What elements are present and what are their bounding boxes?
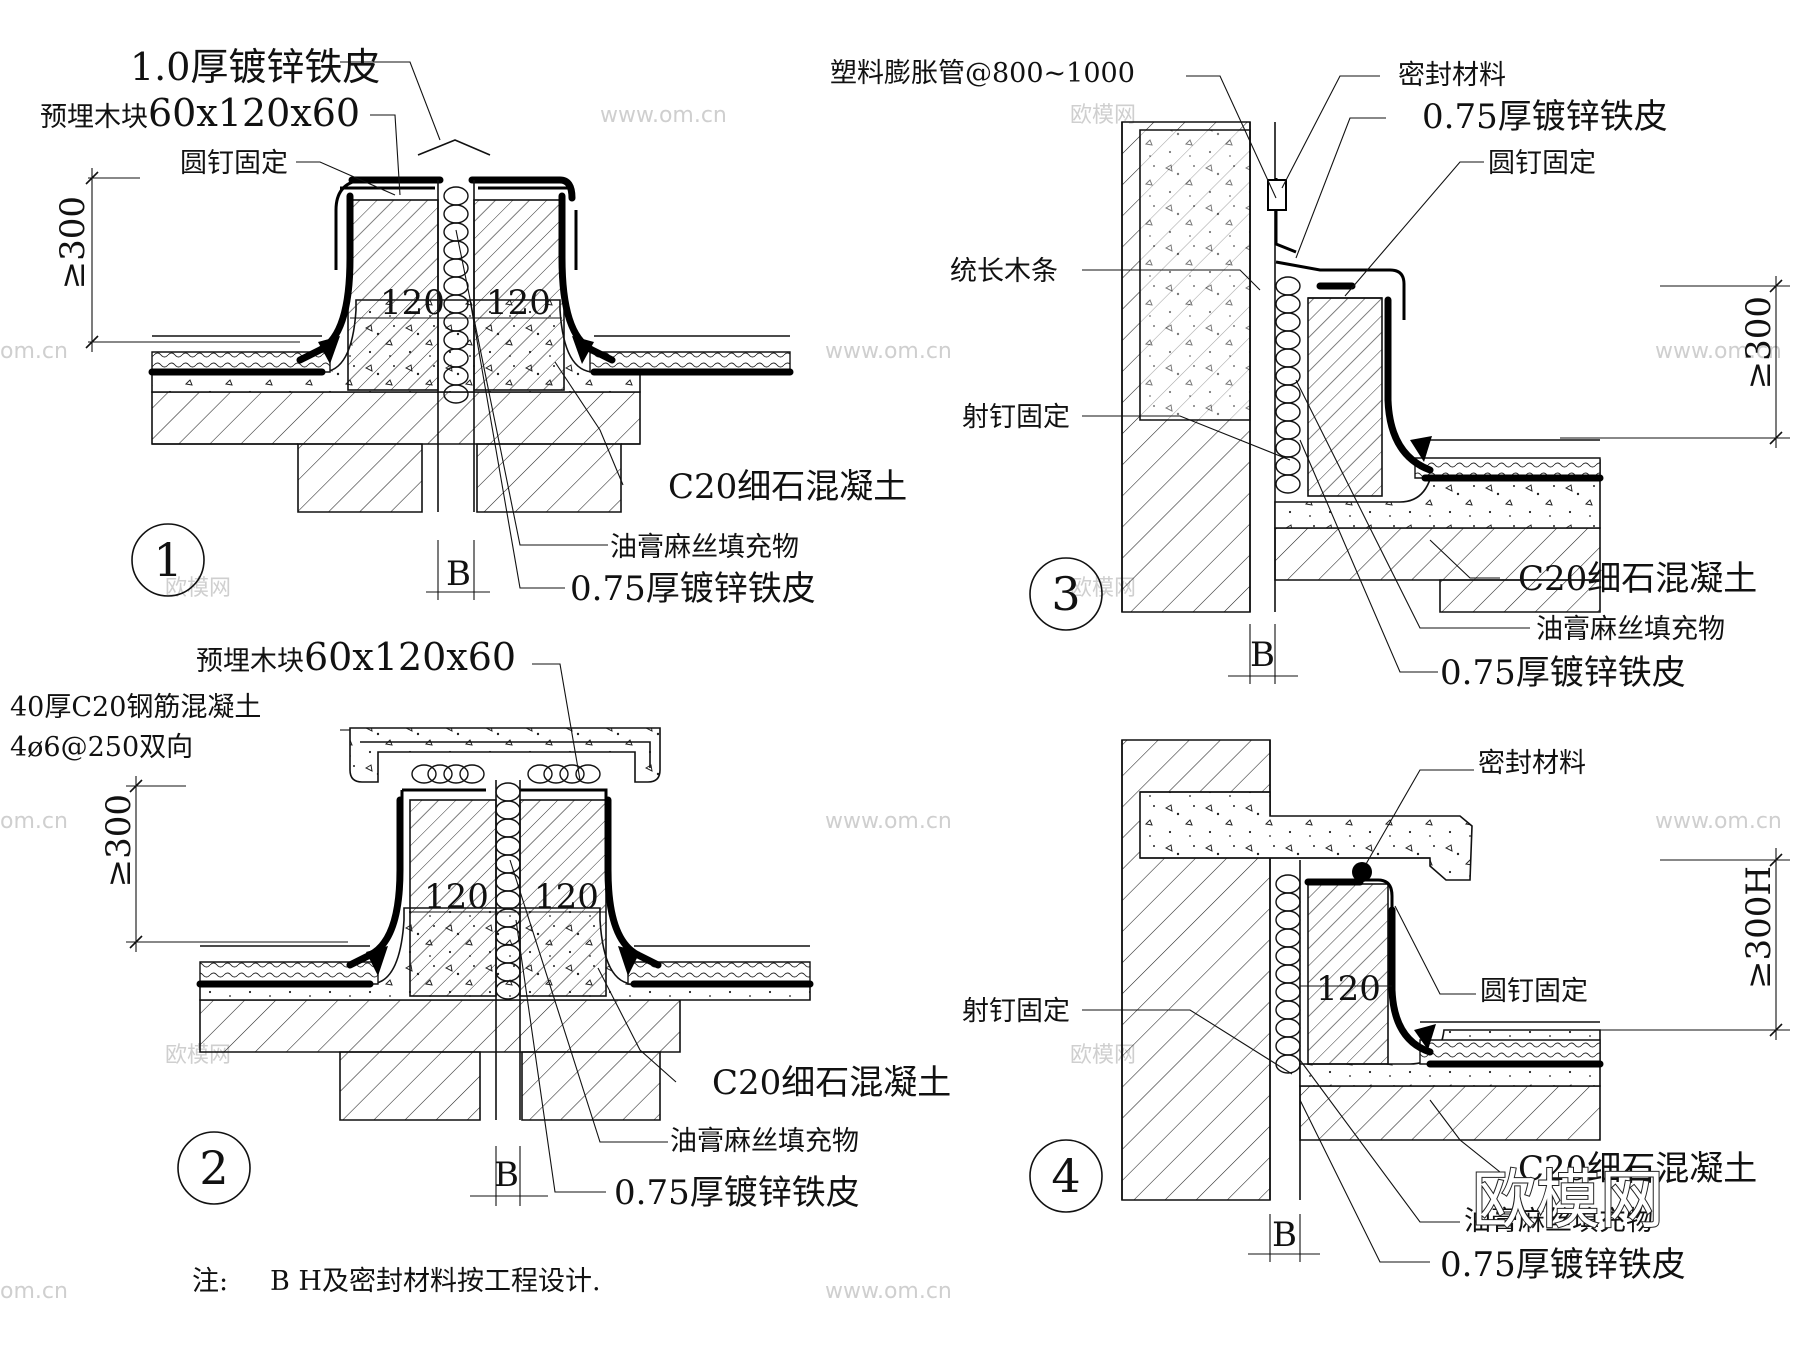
label-metal-bottom-1: 0.75厚镀锌铁皮 [570,569,816,609]
membrane-left [346,796,404,969]
detail-3: ≥300 B 塑料膨胀管@800~1000 密封材料 0.75厚镀锌铁皮 圆钉固… [830,58,1790,693]
right-wall [521,1051,661,1121]
label-filler-2: 油膏麻丝填充物 [670,1126,859,1157]
roof-slab [1299,1085,1601,1141]
detail-number-circle-2 [177,1131,251,1205]
label-shot-4: 射钉固定 [962,996,1070,1027]
drawing-note: 注: B H及密封材料按工程设计. [192,1266,601,1297]
label-metal-bottom-3: 0.75厚镀锌铁皮 [1440,653,1686,693]
dim-width-4: 120 [1316,969,1381,1009]
wood-strip [1307,297,1383,497]
concrete-cap [349,727,661,783]
dim-right-1: 120 [486,283,551,323]
watermark-url: www.om.cn [1655,809,1782,834]
oakum-filler [1275,874,1301,1074]
watermark-layer: www.om.cn 欧模网 om.cn www.om.cn www.om.cn … [0,103,1782,1304]
label-concrete-3: C20细石混凝土 [1518,559,1757,599]
right-wall [476,443,622,513]
label-wood-1: 预埋木块60x120x60 [40,91,360,135]
watermark-url-short: om.cn [0,339,68,364]
dim-left-1: 120 [380,283,445,323]
label-strip-3: 统长木条 [950,256,1058,287]
label-pipe-3: 塑料膨胀管@800~1000 [830,58,1135,89]
watermark-url: www.om.cn [825,339,952,364]
cap-peak [417,139,491,156]
label-slab-2b: 4ø6@250双向 [10,732,193,763]
dim-height-4: ≥300H [1739,866,1779,989]
dim-b-3: B [1250,635,1275,675]
dim-height-2: ≥300 [99,794,139,887]
label-metal-top-1: 1.0厚镀锌铁皮 [130,45,380,89]
left-wall [297,443,423,513]
label-concrete-1: C20细石混凝土 [668,467,907,507]
label-metal-4: 0.75厚镀锌铁皮 [1440,1245,1686,1285]
sealant-bead [1352,862,1372,882]
roof-slab [151,391,641,445]
label-filler-1: 油膏麻丝填充物 [610,532,799,563]
watermark-url-short: om.cn [0,1279,68,1304]
wood-block-left [409,799,497,997]
label-concrete-4: C20细石混凝土 [1518,1149,1757,1189]
label-metal-2: 0.75厚镀锌铁皮 [614,1173,860,1213]
watermark-url: www.om.cn [1655,339,1782,364]
membrane-right [604,796,662,969]
label-wood-2: 预埋木块60x120x60 [196,635,516,679]
dim-b-2: B [494,1155,519,1195]
label-seal-3: 密封材料 [1398,60,1506,91]
detail-number-circle-4 [1029,1139,1103,1213]
sealant [1267,179,1287,211]
label-nail-1: 圆钉固定 [180,148,288,179]
watermark-url: www.om.cn [600,103,727,128]
wood-block-left [347,199,439,391]
detail-4: ≥300H 120 B 密封材料 圆钉固定 射钉固定 C20细石混凝土 油膏麻丝… [962,739,1790,1285]
dim-height-1: ≥300 [53,196,93,289]
detail-number-2: 2 [199,1141,228,1195]
dim-left-2: 120 [424,877,489,917]
detail-number-circle-1 [131,523,205,597]
dim-height-3: ≥300 [1739,296,1779,389]
wood-block-right [519,799,607,997]
oakum-filler [1275,276,1301,494]
dim-b-4: B [1272,1215,1297,1255]
label-nail-4: 圆钉固定 [1480,976,1588,1007]
watermark-url-short: om.cn [0,809,68,834]
label-slab-2a: 40厚C20钢筋混凝土 [10,692,261,723]
label-filler-3: 油膏麻丝填充物 [1536,614,1725,645]
dim-right-2: 120 [534,877,599,917]
detail-2: ≥300 120 120 B 预埋木块60x120x60 40厚C20钢筋混凝土… [10,635,951,1213]
wood-strip [1307,883,1389,1065]
note-text: B H及密封材料按工程设计. [270,1266,601,1297]
membrane [1384,296,1434,474]
roof-slab [199,999,681,1053]
detail-number-circle-3 [1029,557,1103,631]
detail-1: ≥300 120 120 B 1.0厚镀锌铁皮 预埋木块60x120x60 圆钉… [40,45,907,609]
dim-b-1: B [446,554,471,594]
membrane [1388,906,1434,1056]
label-seal-4: 密封材料 [1478,748,1586,779]
wall-concrete [1139,129,1251,421]
note-prefix: 注: [192,1266,228,1297]
cap-rebar-coils [411,764,601,784]
watermark-logo: 欧模网 [1472,1164,1664,1238]
detail-number-1: 1 [153,533,182,587]
detail-number-3: 3 [1051,567,1080,621]
label-concrete-2: C20细石混凝土 [712,1063,951,1103]
label-filler-4: 油膏麻丝填充物 [1464,1206,1653,1237]
label-shot-3: 射钉固定 [962,402,1070,433]
left-wall [339,1051,481,1121]
watermark-url: www.om.cn [825,809,952,834]
label-metal-top-3: 0.75厚镀锌铁皮 [1422,97,1668,137]
wood-block-right [473,199,565,391]
detail-number-4: 4 [1051,1149,1080,1203]
watermark-url: www.om.cn [825,1279,952,1304]
label-nail-3: 圆钉固定 [1488,148,1596,179]
